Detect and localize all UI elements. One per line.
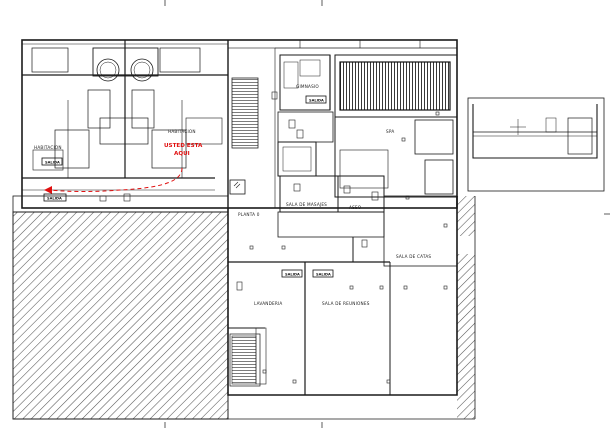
room-label-planta: PLANTA 0 [238,212,260,217]
exit-sign-corridor: SALIDA [47,197,62,201]
exit-sign-lavanderia: SALIDA [285,273,300,277]
spa-pool [339,61,451,111]
exit-sign-reuniones: SALIDA [316,273,331,277]
room-label-sala-reuniones: SALA DE REUNIONES [322,301,370,306]
exit-signs: SALIDA SALIDA SALIDA SALIDA SALIDA [41,95,334,278]
room-label-sala-masajes: SALA DE MASAJES [286,202,327,207]
exit-sign-gimnasio: SALIDA [309,99,324,103]
room-label-sala-catas: SALA DE CATAS [396,254,431,259]
room-label-aseo: ASEO [349,205,362,210]
room-label-habitacion-left: HABITACION [34,145,62,150]
room-label-habitacion-right: HABITACION [168,129,196,134]
you-are-here-line2: AQUI [174,151,190,157]
room-label-lavanderia: LAVANDERIA [254,301,283,306]
walls [12,39,476,420]
stairs-upper [231,77,259,149]
detail-inset [467,97,605,192]
you-are-here-line1: USTED ESTA [164,143,203,149]
room-labels: HABITACION HABITACION GIMNASIO SPA SALA … [34,84,431,306]
hatched-exterior [12,196,475,420]
sheet-ticks [164,0,610,428]
room-label-gimnasio: GIMNASIO [296,84,319,89]
exit-sign-habitacion: SALIDA [45,161,60,165]
evacuation-route [49,167,183,192]
fixtures [99,91,448,384]
room-label-spa: SPA [386,129,394,134]
stairs-lower [231,335,257,385]
route-arrow [44,186,52,194]
